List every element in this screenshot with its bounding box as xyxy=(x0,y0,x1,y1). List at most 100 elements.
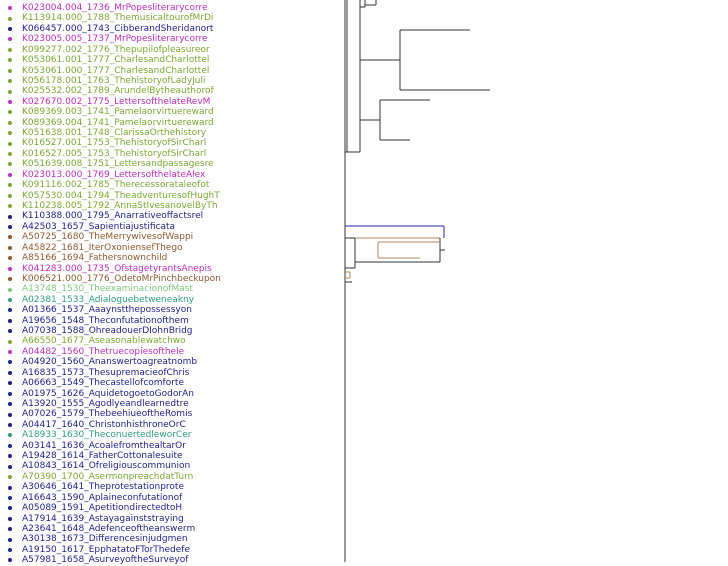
leaf-label-text: K027670.002_1775_LettersofthelateRevM xyxy=(22,96,211,107)
leaf-bullet-icon xyxy=(8,245,12,250)
leaf-label-text: K006521.000_1776_OdetoMrPinchbeckupon xyxy=(22,273,221,284)
leaf-bullet-icon xyxy=(8,339,12,344)
leaf-bullet-icon xyxy=(8,235,12,240)
leaf-label-text: K041283.000_1735_OfstagetyrantsАnepis xyxy=(22,263,212,274)
leaf-label-text: A07038_1588_OhreadouerDIohnBridg xyxy=(22,326,193,337)
leaf-label-text: A10843_1614_Ofreligiouscommunion xyxy=(22,461,191,472)
leaf-bullet-icon xyxy=(8,548,12,553)
leaf-label-text: A42503_1657_Sapientiajustificata xyxy=(22,221,176,232)
leaf-bullet-icon xyxy=(8,110,12,115)
leaf-label-text: K053061.001_1777_CharlesandCharlottel xyxy=(22,55,210,66)
leaf-label-text: A01975_1626_AquidetogoetoGodorAn xyxy=(22,388,194,399)
leaf-label-text: A04920_1560_Ananswertoagreatnomb xyxy=(22,357,198,368)
leaf-bullet-icon xyxy=(8,131,12,136)
leaf-label-text: A30646_1641_Theprotestationprote xyxy=(22,482,184,493)
leaf-label-text: K089369.004_1741_Pamelaorvirtuereward xyxy=(22,117,214,128)
leaf-label-text: K016527.001_1753_ThehistoryofSirCharl xyxy=(22,138,207,149)
leaf-bullet-icon xyxy=(8,422,12,427)
leaf-bullet-icon xyxy=(8,433,12,438)
leaf-bullet-icon xyxy=(8,68,12,73)
leaf-bullet-icon xyxy=(8,27,12,32)
leaf-bullet-icon xyxy=(8,141,12,146)
leaf-bullet-icon xyxy=(8,506,12,511)
leaf-label-text: K091116.002_1785_Therecessorataleofot xyxy=(22,180,210,191)
leaf-bullet-icon xyxy=(8,350,12,355)
leaf-label-text: A17914_1639_Astayagainststraying xyxy=(22,513,184,524)
leaf-bullet-icon xyxy=(8,79,12,84)
leaf-bullet-icon xyxy=(8,120,12,125)
leaf-label-text: A19656_1548_Theconfutationofthem xyxy=(22,315,189,326)
leaf-bullet-icon xyxy=(8,172,12,177)
leaf-bullet-icon xyxy=(8,412,12,417)
leaf-bullet-icon xyxy=(8,47,12,52)
leaf-label-text: K056178.001_1763_ThehistoryofLadyJuli xyxy=(22,75,206,86)
leaf-label-text: K057530.004_1794_TheadventuresofHughT xyxy=(22,190,220,201)
leaf-label-text: A18933_1630_TheconuertedleworCer xyxy=(22,430,192,441)
leaf-label-text: A13920_1555_Agodlyeandlearnedtre xyxy=(22,398,189,409)
leaf-bullet-icon xyxy=(8,287,12,292)
leaf-bullet-icon xyxy=(8,214,12,219)
leaf-label-text: K066457.000_1743_CibberandSheridanort xyxy=(22,23,214,34)
leaf-bullet-icon xyxy=(8,527,12,532)
leaf-label-text: A07026_1579_ThebeehiueoftheRomis xyxy=(22,409,193,420)
leaf-bullet-icon xyxy=(8,204,12,209)
leaf-bullet-icon xyxy=(8,381,12,386)
leaf-bullet-icon xyxy=(8,329,12,334)
leaf-bullet-icon xyxy=(8,485,12,490)
leaf-label-text: K053061.000_1777_CharlesandCharlottel xyxy=(22,65,210,76)
leaf-label-text: A19428_1614_FatherCottonalesuite xyxy=(22,451,183,462)
leaf-bullet-icon xyxy=(8,89,12,94)
leaf-bullet-icon xyxy=(8,162,12,167)
leaf-bullet-icon xyxy=(8,152,12,157)
leaf-bullet-icon xyxy=(8,475,12,480)
leaf-bullet-icon xyxy=(8,266,12,271)
leaf-label-text: K051639.008_1751_Lettersandpassagesre xyxy=(22,159,214,170)
leaf-bullet-icon xyxy=(8,318,12,323)
leaf-bullet-icon xyxy=(8,454,12,459)
leaf-label-text: A06663_1549_Thecastellofcomforte xyxy=(22,378,184,389)
leaf-bullet-icon xyxy=(8,370,12,375)
leaf-label-text: A16835_1573_ThesupremacieofChris xyxy=(22,367,190,378)
leaf-label-text: A03141_1636_AcoalefromthealtarOr xyxy=(22,440,186,451)
leaf-label-text: A23641_1648_Adefenceoftheanswerm xyxy=(22,524,196,534)
leaf-label-text: K023013.000_1769_LettersofthelateAlex xyxy=(22,169,206,180)
leaf-label-text: A57981_1658_AsurveyoftheSurveyof xyxy=(22,555,189,566)
leaf-label-text: A85166_1694_Fathersnownchild xyxy=(22,253,168,264)
leaf-label-text: A50725_1680_TheMerrywivesofWappi xyxy=(22,232,194,243)
leaf-label-text: K110238.005_1792_AnnaStIvesanovelByTh xyxy=(22,200,218,211)
leaf-label-text: K110388.000_1795_Anarrativeoffactsrel xyxy=(22,211,204,222)
leaf-bullet-icon xyxy=(8,183,12,188)
leaf-label-text: A30138_1673_Differencesinjudgmen xyxy=(22,534,188,545)
leaf-label-text: A19150_1617_EpphatatoFTorThedefe xyxy=(22,544,190,555)
leaf-label-text: K023004.004_1736_MrPopesliterarycorre xyxy=(22,3,208,13)
leaf-label-text: K025532.002_1789_ArundelBytheauthorof xyxy=(22,86,214,97)
leaf-bullet-icon xyxy=(8,16,12,21)
leaf-bullet-icon xyxy=(8,297,12,302)
leaf-bullet-icon xyxy=(8,256,12,261)
leaf-bullet-icon xyxy=(8,495,12,500)
leaf-label-text: A04482_1560_Thetruecopiesofthele xyxy=(22,346,185,357)
leaf-label-text: A04417_1640_ChristonhisthroneOrC xyxy=(22,419,186,430)
leaf-bullet-icon xyxy=(8,391,12,396)
leaf-label-text: K099277.002_1776_Thepupilofpleasureor xyxy=(22,44,210,55)
leaf-label-text: A66550_1677_Aseasonablewatchwo xyxy=(22,336,186,347)
leaf-bullet-icon xyxy=(8,443,12,448)
leaf-bullet-icon xyxy=(8,6,12,11)
leaf-bullet-icon xyxy=(8,58,12,63)
leaf-bullet-icon xyxy=(8,558,12,563)
leaf-bullet-icon xyxy=(8,37,12,42)
leaf-label-text: A13748_1530_TheexaminacionofMast xyxy=(22,284,193,295)
leaf-bullet-icon xyxy=(8,464,12,469)
leaf-bullet-icon xyxy=(8,308,12,313)
leaf-label-text: A05089_1591_ApetitiondirectedtoH xyxy=(22,503,183,514)
leaf-label-text: K051638.001_1748_ClarissaOrthehistory xyxy=(22,128,207,139)
leaf-bullet-icon xyxy=(8,516,12,521)
leaf-label-text: A70390_1700_AsermonpreachdatTurn xyxy=(22,471,194,482)
leaf-label-text: K113914.000_1788_ThemusicaltourofMrDi xyxy=(22,13,214,24)
leaf-bullet-icon xyxy=(8,537,12,542)
leaf-label-text: K023005.005_1737_MrPopesliterarycorre xyxy=(22,34,208,45)
leaf-label-text: A45822_1681_IterOxoniensefThego xyxy=(22,242,183,253)
leaf-bullet-icon xyxy=(8,360,12,365)
leaf-label-text: A01366_1537_Aaaynstthepossessyon xyxy=(22,305,192,316)
